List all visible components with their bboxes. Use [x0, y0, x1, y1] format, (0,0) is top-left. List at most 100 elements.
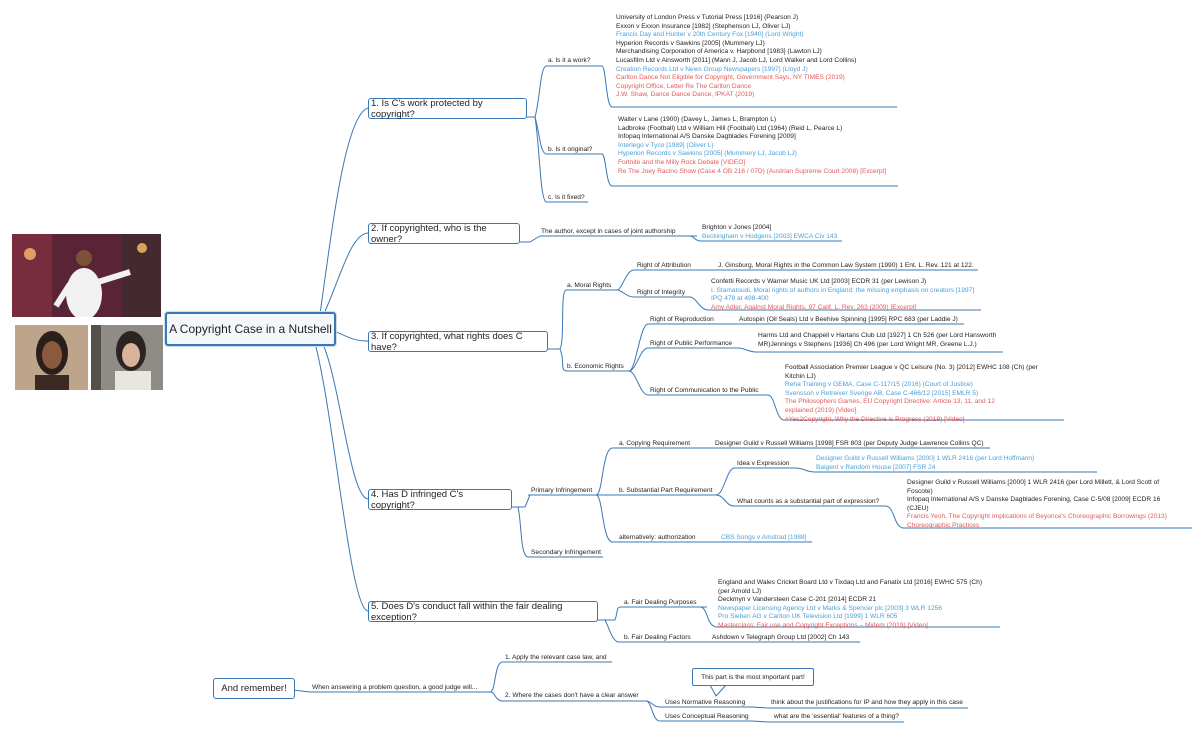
q3-attribution-case[interactable]: J. Ginsburg, Moral Rights in the Common …: [718, 262, 974, 269]
question-1-box[interactable]: 1. Is C's work protected by copyright?: [368, 97, 527, 120]
q3-communication-cases: Football Association Premier League v QC…: [785, 364, 1038, 424]
case-citation[interactable]: England and Wales Cricket Board Ltd v Ti…: [718, 579, 983, 586]
q3-moral-rights[interactable]: a. Moral Rights: [567, 282, 612, 289]
case-citation[interactable]: Infopaq International A/S Danske Dagblad…: [618, 133, 796, 141]
case-citation[interactable]: Football Association Premier League v QC…: [785, 364, 1038, 371]
case-citation[interactable]: University of London Press v Tutorial Pr…: [616, 14, 799, 21]
q3-right-of-public-performance[interactable]: Right of Public Performance: [650, 340, 733, 347]
case-citation[interactable]: IPQ 478 at 498-400: [711, 295, 769, 303]
question-2-box[interactable]: 2. If copyrighted, who is the owner?: [368, 222, 520, 245]
case-citation[interactable]: Reha Training v GEMA, Case C-117/15 (201…: [785, 381, 973, 389]
case-citation[interactable]: Interlego v Tyco [1989] (Oliver L): [618, 141, 714, 149]
case-citation[interactable]: Walter v Lane (1900) (Davey L, James L, …: [618, 116, 777, 123]
case-citation[interactable]: (per Arnold LJ): [718, 587, 762, 595]
q4-secondary-infringement[interactable]: Secondary Infringement: [531, 549, 602, 556]
case-citation[interactable]: explained (2019) [Video].: [785, 406, 859, 414]
q1-is-it-original[interactable]: b. Is it original?: [548, 146, 593, 153]
remember-normative-desc[interactable]: think about the justifications for IP an…: [771, 699, 963, 706]
q2-owner-cases: Brighton v Jones [2004]Beckingham v Hodg…: [702, 224, 837, 241]
case-citation[interactable]: (CJEU): [907, 504, 929, 512]
dancer-photo-right: [91, 325, 163, 390]
remember-conceptual-desc[interactable]: what are the 'essential' features of a t…: [774, 713, 899, 720]
q4-idea-cases: Designer Guild v Russell Williams [2000]…: [816, 455, 1034, 472]
remember-step-1[interactable]: 1. Apply the relevant case law, and: [505, 654, 607, 661]
question-5-box[interactable]: 5. Does D's conduct fall within the fair…: [368, 600, 598, 623]
case-citation[interactable]: Amy Adler, Against Moral Rights, 97 Cali…: [711, 303, 917, 311]
case-citation[interactable]: Ladbroke (Football) Ltd v William Hill (…: [618, 124, 843, 132]
case-citation[interactable]: J.W. Shaw, Dance Dance Dance, IPKAT (201…: [616, 91, 755, 99]
q4-idea-v-expression[interactable]: Idea v Expression: [737, 460, 790, 467]
case-citation[interactable]: Hyperion Records v Sawkins [2005] (Mumme…: [616, 39, 765, 47]
case-citation[interactable]: Fortnite and the Milly Rock Debate [VIDE…: [618, 158, 746, 166]
case-citation[interactable]: MR)Jennings v Stephens [1936] Ch 496 (pe…: [758, 340, 977, 348]
case-citation[interactable]: Beckingham v Hodgens [2003] EWCA Civ 143: [702, 232, 838, 240]
q4-what-counts-cases: Designer Guild v Russell Williams [2000]…: [907, 479, 1167, 531]
remember-normative[interactable]: Uses Normative Reasoning: [665, 699, 746, 706]
q4-substantial-part[interactable]: b. Substantial Part Requirement: [619, 487, 713, 494]
q4-copying-requirement[interactable]: a. Copying Requirement: [619, 440, 691, 447]
q2-owner[interactable]: The author, except in cases of joint aut…: [541, 228, 676, 235]
question-2-label: 2. If copyrighted, who is the owner?: [371, 222, 487, 245]
q1-is-it-a-work[interactable]: a. Is it a work?: [548, 57, 591, 64]
q5-fair-dealing-factors[interactable]: b. Fair Dealing Factors: [624, 634, 691, 641]
case-citation[interactable]: Creation Records Ltd v News Group Newspa…: [616, 65, 808, 73]
case-citation[interactable]: Kitchin LJ): [785, 372, 816, 380]
question-1-label: 1. Is C's work protected by copyright?: [371, 97, 483, 120]
q5-factors-case[interactable]: Ashdown v Telegraph Group Ltd [2002] Ch …: [712, 634, 850, 641]
q3-right-of-reproduction[interactable]: Right of Reproduction: [650, 316, 714, 323]
and-remember-box[interactable]: And remember!: [213, 678, 295, 699]
case-citation[interactable]: Designer Guild v Russell Williams [2000]…: [907, 479, 1160, 486]
presenter-photo: [12, 234, 161, 317]
case-citation[interactable]: Infopaq International A/S v Danske Dagbl…: [907, 496, 1161, 504]
case-citation[interactable]: Designer Guild v Russell Williams [2000]…: [816, 455, 1035, 462]
q4-alternatively-authorization[interactable]: alternatively: authorization: [619, 534, 696, 541]
question-4-label: 4. Has D infringed C's copyright?: [371, 488, 464, 511]
case-citation[interactable]: Choreographic Practices: [907, 521, 980, 529]
case-citation[interactable]: I. Stamatoudi, Moral rights of authors i…: [711, 286, 975, 294]
case-citation[interactable]: Pro Sieben AG v Carlton UK Television Lt…: [718, 613, 898, 621]
case-citation[interactable]: Lucasfilm Ltd v Ainsworth [2011] (Mann J…: [616, 56, 857, 64]
remember-intro[interactable]: When answering a problem question, a goo…: [312, 684, 478, 691]
case-citation[interactable]: Re The Joey Racino Show (Case 4 OB 216 /…: [618, 167, 887, 175]
case-citation[interactable]: Merchandising Corporation of America v. …: [616, 48, 822, 56]
q4-alternatively-case[interactable]: CBS Songs v Amstrad [1988]: [721, 534, 807, 541]
q3-right-of-integrity[interactable]: Right of Integrity: [637, 289, 686, 296]
case-citation[interactable]: Carlton Dance Not Eligible for Copyright…: [616, 74, 845, 82]
case-citation[interactable]: Masterclass: Fair use and Copyright Exce…: [718, 621, 928, 629]
case-citation[interactable]: Francis Yeoh, The Copyright Implications…: [907, 513, 1167, 521]
case-citation[interactable]: Copyright Office, Letter Re The Carlton …: [616, 82, 751, 90]
q3-reproduction-case[interactable]: Autospin (Oil Seals) Ltd v Beehive Spinn…: [739, 316, 958, 323]
case-citation[interactable]: Brighton v Jones [2004]: [702, 224, 772, 231]
remember-conceptual[interactable]: Uses Conceptual Reasoning: [665, 713, 749, 720]
case-citation[interactable]: #Yes2Copyright, Why the Directive is Pro…: [785, 415, 965, 423]
q3-right-of-attribution[interactable]: Right of Attribution: [637, 262, 691, 269]
case-citation[interactable]: Francis Day and Hunter v 20th Century Fo…: [616, 31, 804, 39]
important-callout[interactable]: This part is the most important part!: [692, 668, 814, 686]
case-citation[interactable]: Hyperion Records v Sawkins [2005] (Mumme…: [618, 150, 797, 158]
case-citation[interactable]: Exxon v Exxon Insurance [1982] (Stephens…: [616, 22, 791, 30]
case-citation[interactable]: The Philosophers Games, EU Copyright Dir…: [785, 398, 995, 406]
case-citation[interactable]: Svensson v Retreiver Sverige AB, Case C-…: [785, 389, 979, 397]
question-3-box[interactable]: 3. If copyrighted, what rights does C ha…: [368, 331, 548, 353]
q1-is-it-fixed[interactable]: c. Is it fixed?: [548, 194, 585, 201]
q4-what-counts[interactable]: What counts as a substantial part of exp…: [737, 498, 880, 505]
q4-copying-case[interactable]: Designer Guild v Russell Williams [1998]…: [715, 440, 984, 447]
q3-economic-rights[interactable]: b. Economic Rights: [567, 363, 624, 370]
q3-right-of-communication[interactable]: Right of Communication to the Public: [650, 387, 759, 394]
case-citation[interactable]: Newspaper Licensing Agency Ltd v Marks &…: [718, 604, 942, 612]
question-4-box[interactable]: 4. Has D infringed C's copyright?: [368, 488, 512, 511]
remember-step-2[interactable]: 2. Where the cases don't have a clear an…: [505, 692, 639, 699]
case-citation[interactable]: Confetti Records v Warner Music UK Ltd […: [711, 278, 927, 285]
case-citation[interactable]: Deckmyn v Vandersteen Case C-201 [2014] …: [718, 596, 877, 604]
q5-purposes-cases: England and Wales Cricket Board Ltd v Ti…: [718, 579, 982, 631]
q3-performance-cases: Harms Ltd and Chappell v Hartans Club Lt…: [758, 332, 996, 349]
case-citation[interactable]: Baigent v Random House [2007] FSR 24: [816, 463, 936, 471]
root-topic[interactable]: A Copyright Case in a Nutshell: [165, 312, 336, 346]
case-citation[interactable]: Harms Ltd and Chappell v Hartans Club Lt…: [758, 332, 997, 339]
case-citation[interactable]: Foscote): [907, 487, 933, 495]
q5-fair-dealing-purposes[interactable]: a. Fair Dealing Purposes: [624, 599, 697, 606]
question-5-label: 5. Does D's conduct fall within the fair…: [371, 600, 563, 623]
callout-text: This part is the most important part!: [701, 673, 805, 681]
q4-primary-infringement[interactable]: Primary Infringement: [531, 487, 593, 494]
